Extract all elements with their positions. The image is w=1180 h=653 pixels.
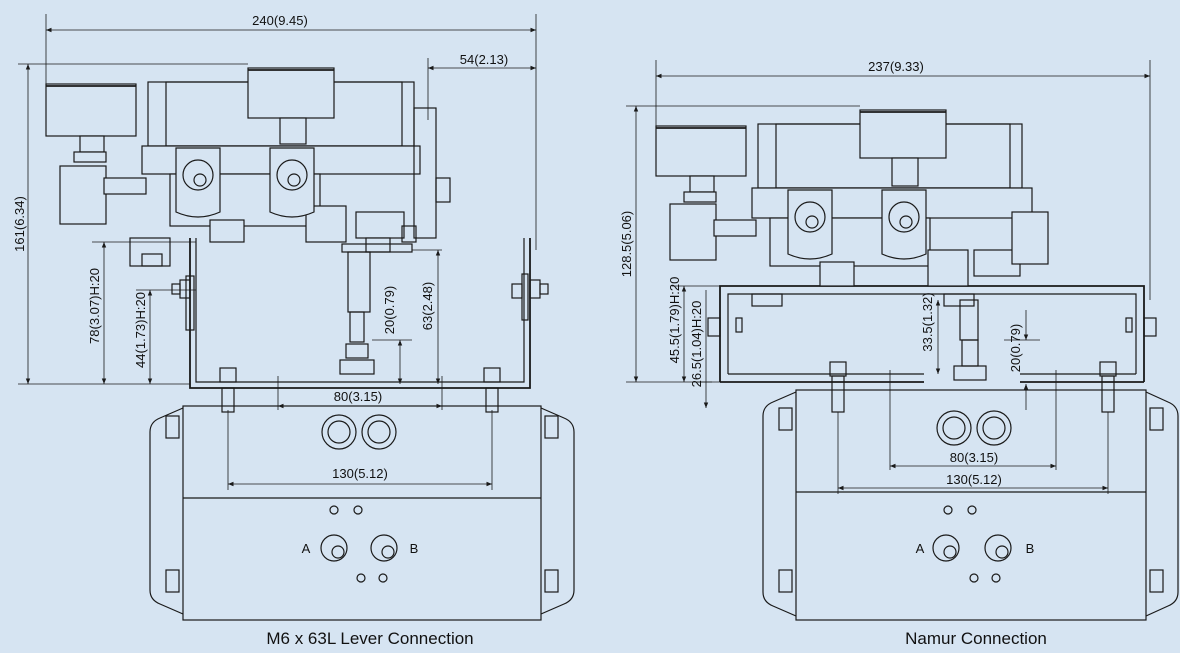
right-bracket: [707, 285, 1157, 413]
right-actuator: [762, 389, 1179, 621]
left-dim-80: 80(3.15): [334, 389, 382, 404]
left-dim-63: 63(2.48): [420, 282, 435, 330]
left-dim-78: 78(3.07)H:20: [87, 268, 102, 344]
left-dim-20: 20(0.79): [382, 286, 397, 334]
right-positioner: [655, 109, 1049, 287]
left-dimensions: [18, 14, 537, 490]
right-caption: Namur Connection: [905, 629, 1047, 648]
right-dim-80: 80(3.15): [950, 450, 998, 465]
right-dim-20: 20(0.79): [1008, 324, 1023, 372]
left-port-b: B: [410, 541, 419, 556]
left-dim-overall-width: 240(9.45): [252, 13, 308, 28]
right-dim-overall-height: 128.5(5.06): [619, 211, 634, 278]
left-caption: M6 x 63L Lever Connection: [266, 629, 473, 648]
left-positioner: [45, 67, 451, 375]
left-dim-bracket-offset: 54(2.13): [460, 52, 508, 67]
right-dim-26: 26.5(1.04)H:20: [689, 301, 704, 388]
right-dim-130: 130(5.12): [946, 472, 1002, 487]
right-dim-overall-width: 237(9.33): [868, 59, 924, 74]
left-dim-overall-height: 161(6.34): [12, 196, 27, 252]
left-dim-130: 130(5.12): [332, 466, 388, 481]
left-port-a: A: [302, 541, 311, 556]
right-dim-33: 33.5(1.32): [920, 292, 935, 351]
left-bracket: [171, 238, 549, 413]
right-port-b: B: [1026, 541, 1035, 556]
right-dim-45: 45.5(1.79)H:20: [667, 277, 682, 364]
left-actuator: [149, 405, 575, 621]
left-view: 240(9.45) 54(2.13) 161(6.34) 78(3.07)H:2…: [12, 13, 575, 648]
left-dim-44: 44(1.73)H:20: [133, 292, 148, 368]
right-port-a: A: [916, 541, 925, 556]
right-view: 237(9.33) 128.5(5.06) 45.5(1.79)H:20 26.…: [619, 59, 1179, 648]
right-dimensions: [626, 60, 1151, 494]
